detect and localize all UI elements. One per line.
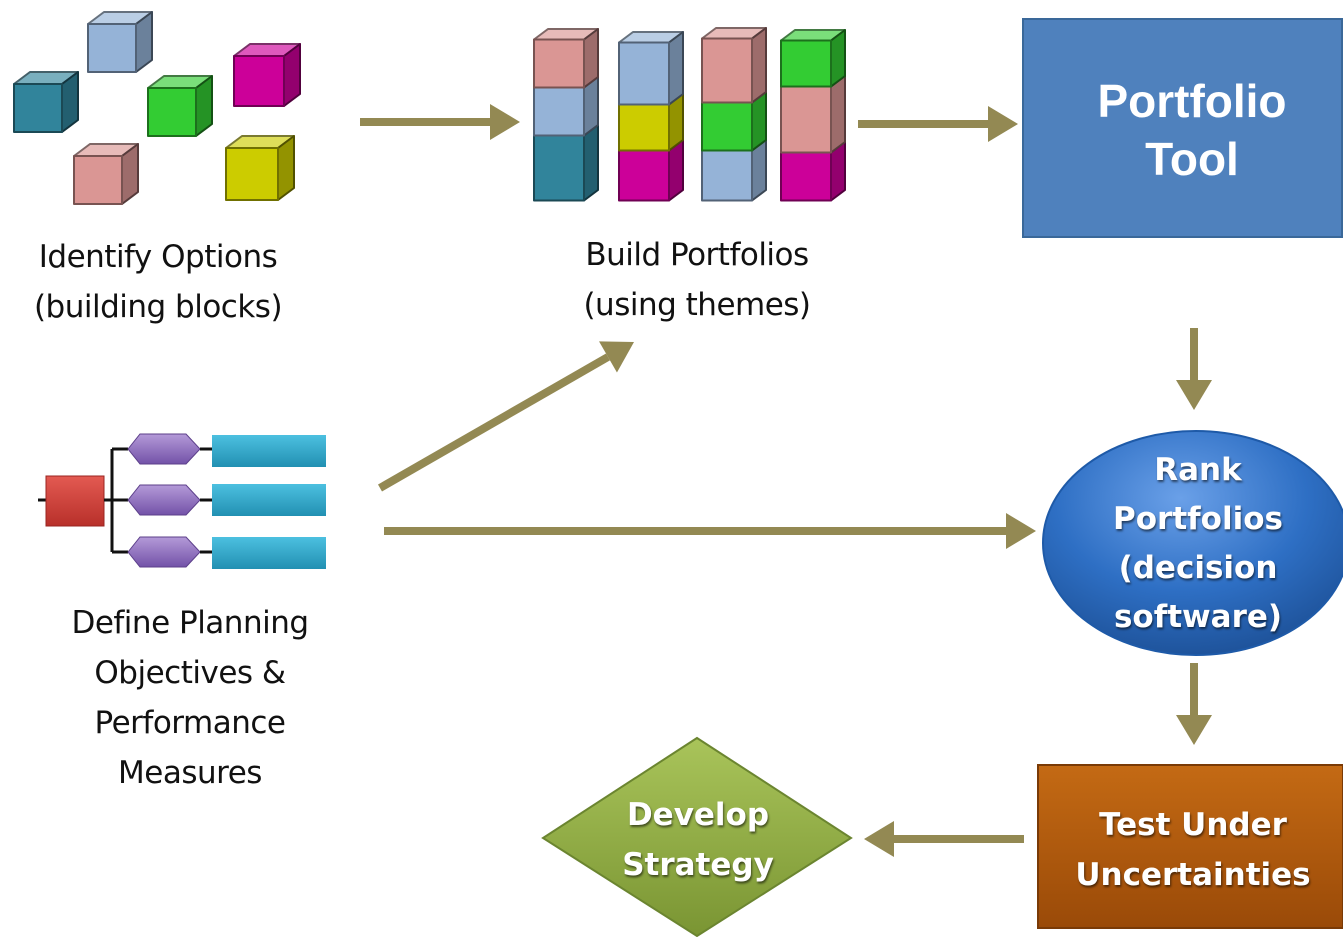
cube-front-face [780, 39, 832, 88]
cube-front-face [233, 55, 285, 107]
cube-block [73, 143, 139, 205]
define-objectives-line: Performance [94, 705, 286, 741]
arrow-test-to-strategy [864, 821, 1024, 857]
cube-block [533, 28, 599, 89]
identify-options-line: (building blocks) [33, 289, 283, 325]
cube-front-face [780, 85, 832, 154]
cube-front-face [780, 151, 832, 202]
identify-options-line: Identify Options [38, 239, 278, 275]
portfolio-tool-box [1022, 18, 1343, 238]
cube-side-face [277, 135, 295, 201]
cube-side-face [751, 27, 767, 104]
tree-leaf-node [212, 435, 326, 467]
cube-front-face [147, 87, 197, 137]
scattered-cubes-icon [13, 11, 301, 205]
rank-portfolios-line: software) [1113, 599, 1283, 635]
cube-front-face [701, 37, 753, 104]
arrow-build-to-tool [858, 106, 1018, 142]
test-uncertainties-box [1037, 764, 1343, 929]
develop-strategy-line: Strategy [622, 847, 774, 883]
identify-options-label: Identify Options (building blocks) [0, 232, 318, 332]
cube-front-face [618, 41, 670, 106]
cube-block [618, 31, 684, 106]
cube-front-face [13, 83, 63, 133]
tree-root-node [45, 475, 105, 527]
tree-branch-node [127, 433, 201, 465]
portfolio-tool-label: Portfolio Tool [1022, 72, 1343, 188]
cube-side-face [830, 29, 846, 88]
rank-portfolios-ellipse [1042, 430, 1343, 656]
tree-branch-node [127, 484, 201, 516]
test-uncertainties-line: Test Under [1099, 807, 1287, 843]
objective-tree-icon [38, 433, 326, 569]
rank-portfolios-line: Rank [1154, 452, 1242, 488]
cube-block [225, 135, 295, 201]
cube-block [618, 93, 684, 152]
cube-block [87, 11, 153, 73]
cube-side-face [135, 11, 153, 73]
define-objectives-label: Define Planning Objectives & Performance… [20, 598, 360, 798]
arrow-objectives-to-build [378, 341, 634, 492]
tree-leaf-node [212, 484, 326, 516]
build-portfolios-line: (using themes) [583, 287, 811, 323]
cube-front-face [533, 86, 585, 137]
build-portfolios-line: Build Portfolios [585, 237, 809, 273]
portfolio-tool-line: Tool [1145, 133, 1239, 185]
define-objectives-line: Measures [118, 755, 262, 791]
cube-block [147, 75, 213, 137]
cube-side-face [668, 31, 684, 106]
cube-front-face [618, 149, 670, 202]
define-objectives-line: Define Planning [71, 605, 309, 641]
tree-branch-node [127, 536, 201, 568]
cube-block [701, 27, 767, 104]
cube-side-face [583, 124, 599, 202]
arrow-options-to-build [360, 104, 520, 140]
tree-leaf-node [212, 537, 326, 569]
cube-front-face [701, 149, 753, 202]
cube-side-face [61, 71, 79, 133]
cube-side-face [195, 75, 213, 137]
portfolio-tool-line: Portfolio [1097, 75, 1287, 127]
cube-side-face [830, 75, 846, 154]
stacked-cubes-icon [533, 27, 846, 202]
cube-front-face [225, 147, 279, 201]
cube-front-face [73, 155, 123, 205]
cube-side-face [283, 43, 301, 107]
test-uncertainties-label: Test Under Uncertainties [1058, 800, 1328, 900]
cube-side-face [121, 143, 139, 205]
cube-front-face [533, 134, 585, 202]
rank-portfolios-label: Rank Portfolios (decision software) [1058, 446, 1338, 642]
cube-front-face [533, 38, 585, 89]
build-portfolios-label: Build Portfolios (using themes) [537, 230, 857, 330]
cube-front-face [618, 103, 670, 152]
develop-strategy-label: Develop Strategy [583, 790, 813, 890]
cube-block [233, 43, 301, 107]
arrow-objectives-to-rank [384, 513, 1036, 549]
rank-portfolios-line: Portfolios [1113, 501, 1283, 537]
arrow-rank-to-test [1176, 663, 1212, 745]
arrow-tool-to-rank [1176, 328, 1212, 410]
cube-front-face [701, 101, 753, 152]
develop-strategy-line: Develop [626, 797, 770, 833]
define-objectives-line: Objectives & [94, 655, 286, 691]
cube-block [780, 29, 846, 88]
cube-front-face [87, 23, 137, 73]
develop-strategy-diamond [541, 736, 853, 937]
rank-portfolios-line: (decision [1118, 550, 1278, 586]
test-uncertainties-line: Uncertainties [1075, 857, 1311, 893]
cube-side-face [583, 28, 599, 89]
cube-block [13, 71, 79, 133]
